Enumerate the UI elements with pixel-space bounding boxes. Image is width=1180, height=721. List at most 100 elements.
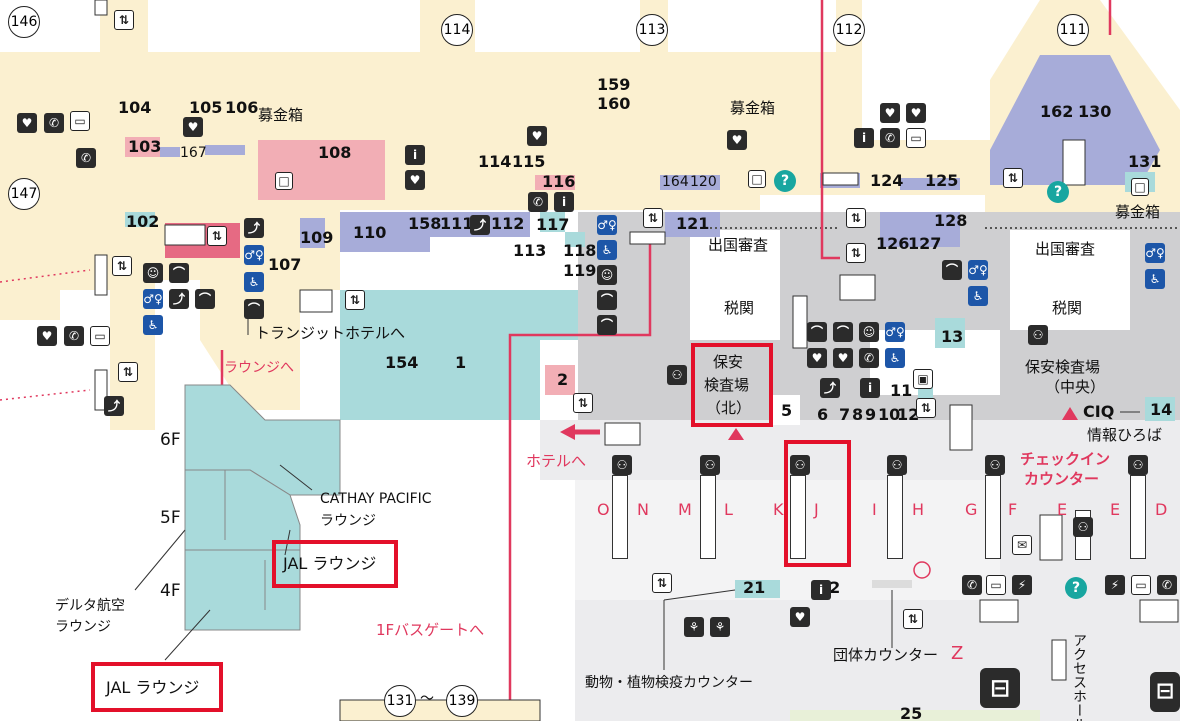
internet-icon: ▭: [90, 326, 110, 346]
aed-icon: ♥: [790, 607, 810, 627]
cathay-lounge-line1: CATHAY PACIFIC: [320, 491, 432, 507]
room-109: 109: [300, 228, 334, 247]
info-icon: ?: [774, 170, 796, 192]
water-fountain-icon: ⌒: [597, 290, 617, 310]
room-102: 102: [126, 212, 160, 231]
gate-113: 113: [636, 14, 668, 46]
inspection-icon: ⚇: [887, 455, 907, 475]
internet-icon: ▭: [1131, 575, 1151, 595]
water-fountain-icon: ⌒: [807, 322, 827, 342]
internet-icon: ▭: [70, 111, 90, 131]
room-125: 125: [925, 171, 959, 190]
room-9: 9: [865, 405, 877, 424]
elevator-icon: ⇅: [903, 609, 923, 629]
room-130: 130: [1078, 102, 1112, 121]
room-117: 117: [536, 215, 570, 234]
quarantine-icon: ⚘: [684, 617, 704, 637]
elevator-icon: ⇅: [1003, 168, 1023, 188]
aed-icon: ♥: [17, 113, 37, 133]
elevator-icon: ⇅: [345, 290, 365, 310]
elevator-icon: ⇅: [114, 10, 134, 30]
donation-box-icon: □: [275, 172, 293, 190]
room-118: 118: [563, 241, 597, 260]
room-106: 106: [225, 98, 259, 117]
room-105: 105: [189, 98, 223, 117]
ciq-label: CIQ: [1083, 402, 1115, 421]
security-north-line1: 保安: [713, 353, 744, 371]
donation-box-label-2: 募金箱: [730, 99, 776, 117]
upper-white: [148, 0, 420, 52]
room-127: 127: [908, 234, 942, 253]
quarantine-icon: ⚘: [710, 617, 730, 637]
gate-111-label: 111: [1059, 22, 1087, 38]
cathay-lounge-line2: ラウンジ: [320, 513, 376, 529]
gate-147-label: 147: [10, 186, 38, 202]
room-121: 121: [676, 214, 710, 233]
charge-icon: ⚡: [1012, 575, 1032, 595]
gate-139-label: 139: [448, 693, 476, 709]
elevator-icon: ⇅: [846, 208, 866, 228]
accessible-restroom-icon: ♿: [143, 315, 163, 335]
aed-icon: ♥: [727, 130, 747, 150]
floor-4-label: 4F: [160, 581, 181, 601]
room-6: 6: [817, 405, 829, 424]
room-162: 162: [1040, 102, 1074, 121]
accessible-restroom-icon: ♿: [968, 286, 988, 306]
counter-letter-e2: E: [1110, 500, 1121, 519]
accessible-restroom-icon: ♿: [244, 272, 264, 292]
elevator-icon: ⇅: [916, 398, 936, 418]
inspection-icon: ⚇: [1028, 325, 1048, 345]
inspection-icon: ⚇: [790, 455, 810, 475]
baby-care-icon: ☺: [597, 265, 617, 285]
security-north-line3: （北）: [706, 399, 752, 417]
room-12: 12: [897, 405, 920, 424]
inspection-icon: ⚇: [700, 455, 720, 475]
charge-icon: ⚡: [1105, 575, 1125, 595]
info-icon: ?: [1047, 181, 1069, 203]
room-114: 114: [478, 152, 512, 171]
phone-icon: ✆: [76, 148, 96, 168]
room-120: 120: [690, 174, 717, 190]
gate-112-label: 112: [835, 22, 863, 38]
customs-central: 税関: [1052, 299, 1083, 317]
donation-box-icon: □: [748, 170, 766, 188]
room-116: 116: [542, 172, 576, 191]
aed-icon: ♥: [807, 348, 827, 368]
room-160: 160: [597, 94, 631, 113]
security-north-line2: 検査場: [704, 376, 750, 394]
to-lounge-label: ラウンジへ: [224, 360, 294, 376]
room-107: 107: [268, 255, 302, 274]
phone-icon: ✆: [1157, 575, 1177, 595]
gate-146-label: 146: [10, 14, 38, 30]
water-fountain-icon: ⌒: [942, 260, 962, 280]
room-119: 119: [563, 261, 597, 280]
accessible-restroom-icon: ♿: [597, 240, 617, 260]
bus-gate-label: 1Fバスゲートへ: [376, 621, 485, 639]
counter-letter-f: F: [1008, 500, 1018, 519]
room-111: 111: [440, 214, 474, 233]
aed-icon: ♥: [527, 126, 547, 146]
room-115: 115: [512, 152, 546, 171]
internet-icon: ▭: [986, 575, 1006, 595]
gate-111: 111: [1057, 14, 1089, 46]
water-fountain-icon: ⌒: [169, 263, 189, 283]
jal-lounge-5f: JAL ラウンジ: [283, 554, 377, 573]
restroom-icon: ♂♀: [597, 215, 617, 235]
transit-hotel-label: トランジットホテルへ: [255, 324, 406, 342]
floor-6-label: 6F: [160, 430, 181, 450]
info-accessible-icon: i: [854, 128, 874, 148]
gate-131: 131: [384, 685, 416, 717]
to-hotel-label: ホテルへ: [526, 452, 587, 470]
highlight-jal-lounge-5f: [272, 540, 398, 588]
elevator-icon: ⇅: [573, 393, 593, 413]
restroom-icon: ♂♀: [143, 289, 163, 309]
access-hall-label: アクセスホール: [1071, 633, 1087, 721]
info-accessible-icon: i: [554, 192, 574, 212]
water-fountain-icon: ⌒: [597, 315, 617, 335]
baby-care-icon: ☺: [143, 263, 163, 283]
room-113: 113: [513, 241, 547, 260]
donation-box-label-3: 募金箱: [1115, 203, 1161, 221]
room-2: 2: [557, 370, 569, 389]
room-21: 21: [743, 578, 766, 597]
